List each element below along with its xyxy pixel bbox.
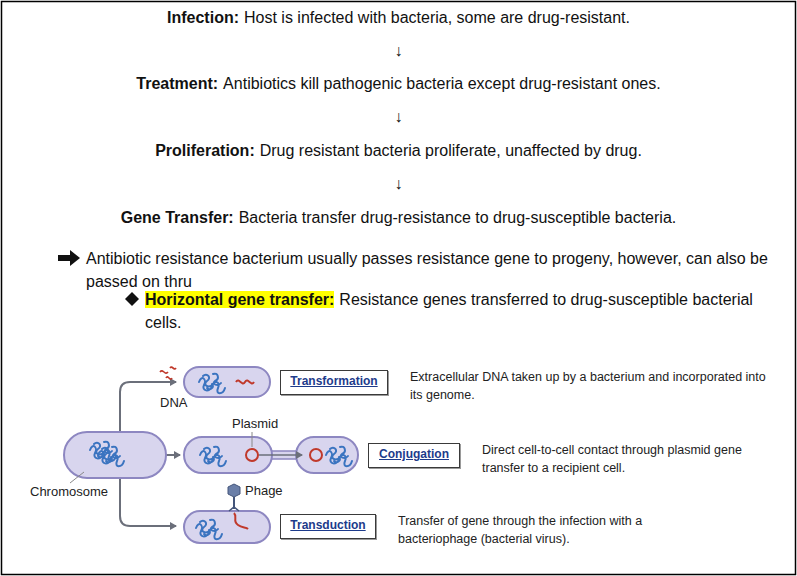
plasmid (246, 449, 258, 461)
step-text: Antibiotics kill pathogenic bacteria exc… (223, 75, 661, 92)
sub-bullet: Horizontal gene transfer:Resistance gene… (145, 288, 775, 334)
chromosome (200, 447, 226, 467)
plasmid (310, 449, 322, 461)
bacterium (64, 432, 166, 478)
method-name: Transformation (290, 374, 377, 388)
bacterium (184, 437, 272, 473)
chromosome (199, 374, 225, 394)
method-name: Conjugation (379, 447, 449, 461)
phage-label: Phage (245, 483, 283, 498)
method-box: Transformation (280, 370, 388, 395)
flow-arrow: ↓ (395, 42, 403, 59)
dna-label: DNA (160, 395, 187, 410)
highlighted-term: Horizontal gene transfer: (145, 291, 334, 308)
bacterium (184, 511, 270, 543)
method-description: Transfer of gene through the infection w… (398, 512, 678, 548)
step-heading: Infection: (167, 9, 239, 26)
step-heading: Proliferation: (155, 142, 255, 159)
step-text: Host is infected with bacteria, some are… (244, 9, 630, 26)
flow-step: ↓ (0, 41, 797, 61)
step-heading: Treatment: (136, 75, 218, 92)
flow-step: ↓ (0, 174, 797, 194)
flow-step: Proliferation: Drug resistant bacteria pr… (0, 141, 797, 161)
method-name: Transduction (290, 518, 365, 532)
flow-step: ↓ (0, 107, 797, 127)
transfer-arrow (259, 454, 302, 456)
phage-legs (229, 507, 239, 511)
branch-arrow (120, 478, 176, 526)
step-heading: Gene Transfer: (121, 209, 234, 226)
branch-arrow (166, 454, 180, 456)
method-box: Transduction (280, 514, 376, 539)
step-text: Bacteria transfer drug-resistance to dru… (239, 209, 677, 226)
method-description: Direct cell-to-cell contact through plas… (482, 441, 782, 477)
chromosome-label: Chromosome (30, 484, 108, 499)
phage-dna (234, 513, 248, 529)
flow-arrow: ↓ (395, 175, 403, 192)
bullet-text-line: Antibiotic resistance bacterium usually … (86, 250, 768, 290)
method-description: Extracellular DNA taken up by a bacteriu… (410, 368, 780, 404)
bacterium (296, 437, 358, 473)
flow-step: Infection: Host is infected with bacteria… (0, 8, 797, 28)
diamond-bullet (125, 292, 139, 306)
arrow-bullet (58, 250, 80, 266)
phage-head (228, 484, 240, 497)
chromosome (90, 442, 116, 462)
chromosome (326, 447, 352, 467)
free-dna (160, 367, 176, 379)
chromosome (196, 520, 222, 540)
bacterium (184, 367, 270, 397)
plasmid-label: Plasmid (232, 416, 278, 431)
flow-step: Gene Transfer: Bacteria transfer drug-res… (0, 208, 797, 228)
leader-line (70, 472, 84, 483)
flow-step: Treatment: Antibiotics kill pathogenic ba… (0, 74, 797, 94)
leader-line (252, 432, 253, 447)
dna-fragment (236, 381, 254, 384)
method-box: Conjugation (368, 443, 460, 468)
step-text: Drug resistant bacteria proliferate, una… (260, 142, 642, 159)
flow-arrow: ↓ (395, 108, 403, 125)
bullet-text: Antibiotic resistance bacterium usually … (86, 247, 786, 293)
